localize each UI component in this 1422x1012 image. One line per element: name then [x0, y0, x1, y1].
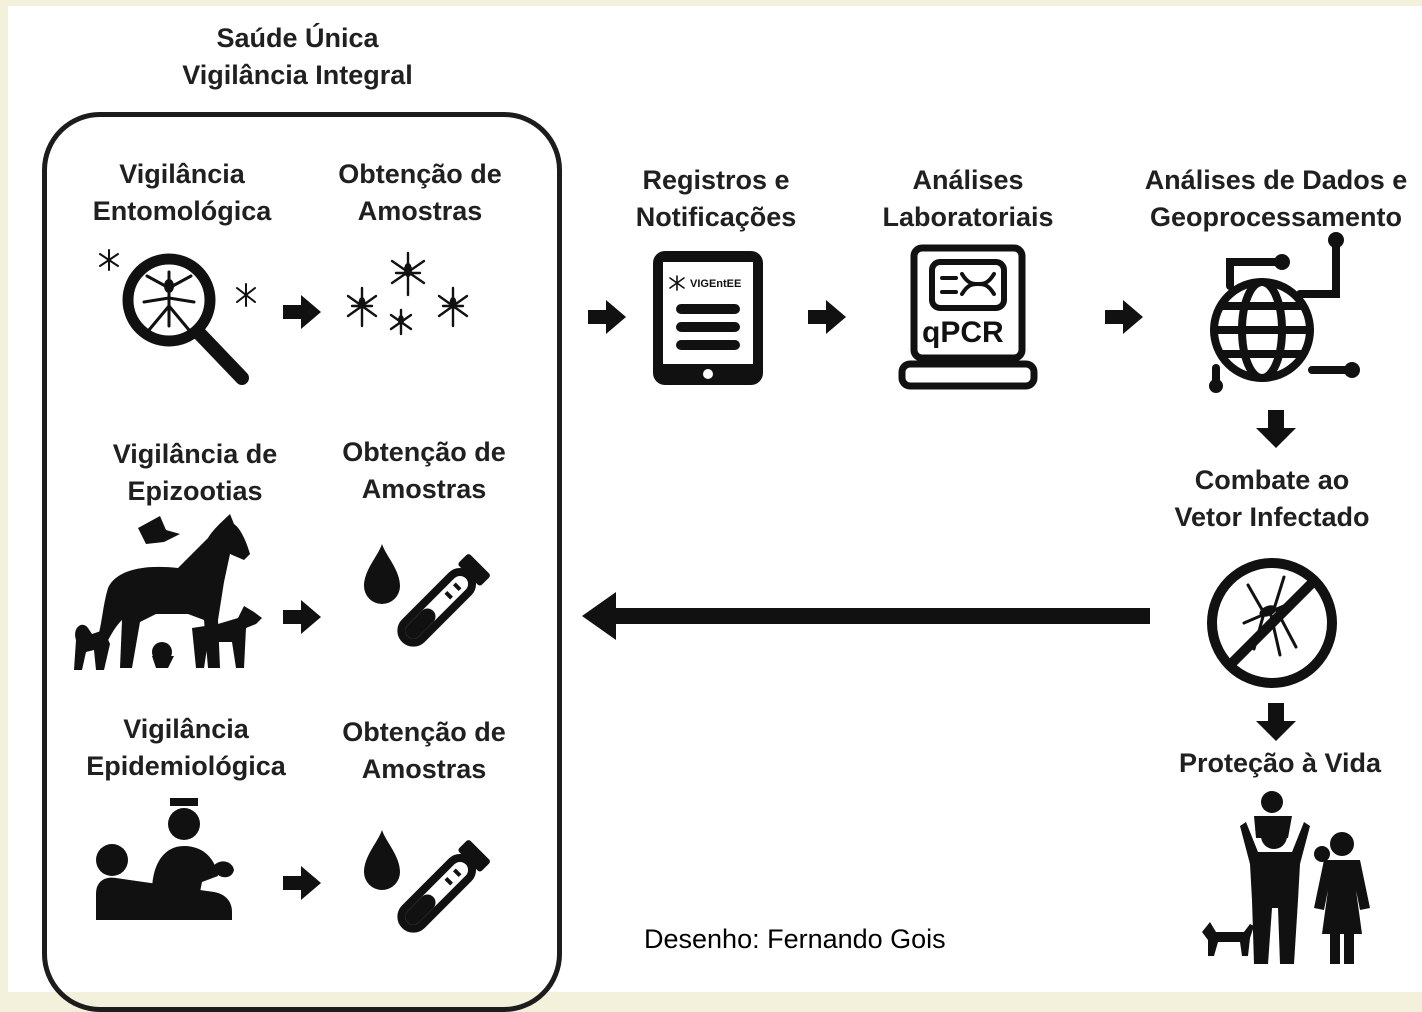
tablet-brand-label: VIGEntEE	[690, 278, 742, 290]
label-line: Epizootias	[127, 476, 263, 506]
qpcr-label: qPCR	[922, 316, 1004, 349]
lab-analysis-label: Análises Laboratoriais	[858, 162, 1078, 236]
label-line: Obtenção de	[338, 159, 502, 189]
family-icon	[1202, 791, 1370, 964]
epizootic-surveillance-label: Vigilância de Epizootias	[75, 436, 315, 510]
label-line: Laboratoriais	[882, 202, 1054, 232]
tablet-icon	[653, 251, 763, 385]
globe-network-icon	[1209, 232, 1360, 393]
label-line: Obtenção de	[342, 437, 506, 467]
epidemiological-surveillance-label: Vigilância Epidemiológica	[66, 711, 306, 785]
life-protection-label: Proteção à Vida	[1178, 748, 1382, 778]
doctor-patient-icon	[96, 798, 234, 920]
arrow-right-icon	[588, 300, 626, 334]
label-line: Registros e	[642, 165, 790, 195]
qpcr-laptop-icon	[898, 244, 1038, 390]
label-line: Vigilância	[119, 159, 245, 189]
animals-icon	[74, 514, 262, 670]
label-line: Obtenção de	[342, 717, 506, 747]
label-line: Amostras	[361, 474, 487, 504]
vector-control-label: Combate ao Vetor Infectado	[1152, 462, 1392, 536]
arrow-down-icon	[1256, 410, 1296, 448]
credit-text: Desenho: Fernando Gois	[644, 924, 946, 954]
label-line: Análises de Dados e	[1144, 165, 1408, 195]
arrow-right-icon	[283, 600, 321, 634]
arrow-right-icon	[283, 295, 321, 329]
label-line: Geoprocessamento	[1149, 202, 1403, 232]
entomological-surveillance-label: Vigilância Entomológica	[62, 156, 302, 230]
label-line: Vigilância de	[112, 439, 278, 469]
arrow-right-icon	[808, 300, 846, 334]
sample-collection-label-3: Obtenção de Amostras	[314, 714, 534, 788]
feedback-arrow-left-icon	[582, 592, 1150, 640]
label-line: Amostras	[361, 754, 487, 784]
diagram-panel	[8, 6, 1422, 992]
label-line: Amostras	[357, 196, 483, 226]
sample-collection-label-2: Obtenção de Amostras	[314, 434, 534, 508]
label-line: Combate ao	[1194, 465, 1350, 495]
title-line-1: Saúde Única	[216, 23, 379, 53]
records-notifications-label: Registros e Notificações	[606, 162, 826, 236]
arrow-down-icon	[1256, 703, 1296, 741]
blood-test-tube-icon	[364, 830, 490, 933]
no-mosquito-icon	[1207, 558, 1337, 688]
magnifier-mosquito-icon	[99, 249, 256, 385]
title-line-2: Vigilância Integral	[182, 60, 413, 90]
diagram-title: Saúde Única Vigilância Integral	[145, 20, 450, 94]
label-line: Notificações	[635, 202, 797, 232]
data-analysis-label: Análises de Dados e Geoprocessamento	[1136, 162, 1416, 236]
label-line: Epidemiológica	[86, 751, 286, 781]
arrow-right-icon	[283, 866, 321, 900]
arrow-right-icon	[1105, 300, 1143, 334]
sample-collection-label-1: Obtenção de Amostras	[310, 156, 530, 230]
mosquitoes-icon	[346, 251, 469, 336]
blood-test-tube-icon	[364, 544, 490, 647]
label-line: Análises	[912, 165, 1024, 195]
label-line: Entomológica	[92, 196, 272, 226]
label-line: Vetor Infectado	[1174, 502, 1370, 532]
label-line: Vigilância	[123, 714, 249, 744]
